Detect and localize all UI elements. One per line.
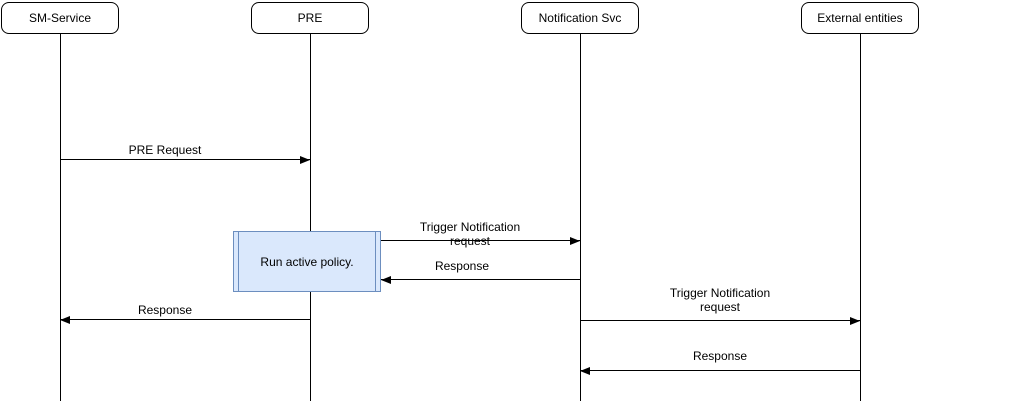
message-line xyxy=(580,370,860,371)
message-line xyxy=(60,319,310,320)
actor-external-entities: External entities xyxy=(801,2,919,34)
message-line xyxy=(381,279,580,280)
message-label-pre-request: PRE Request xyxy=(128,143,202,157)
arrowhead-left xyxy=(580,367,590,375)
activation-label: Run active policy. xyxy=(260,254,354,269)
arrowhead-left xyxy=(60,316,70,324)
arrowhead-right xyxy=(850,317,860,325)
arrowhead-right xyxy=(570,237,580,245)
message-label-response-3: Response xyxy=(692,349,748,363)
activation-left-bar xyxy=(238,232,239,291)
message-label-response-1: Response xyxy=(434,259,490,273)
activation-run-active-policy: Run active policy. xyxy=(233,231,381,292)
arrowhead-right xyxy=(300,156,310,164)
actor-sm-service: SM-Service xyxy=(1,2,119,34)
actor-label: Notification Svc xyxy=(538,11,622,25)
activation-right-bar xyxy=(375,232,376,291)
actor-label: External entities xyxy=(817,11,903,25)
message-line xyxy=(60,159,310,160)
message-label-trigger-notification-2: Trigger Notification request xyxy=(669,286,771,314)
actor-label: SM-Service xyxy=(28,11,91,25)
message-label-response-2: Response xyxy=(137,303,193,317)
lifeline-external-entities xyxy=(860,34,861,401)
arrowhead-left xyxy=(381,276,391,284)
actor-label: PRE xyxy=(297,11,323,25)
actor-pre: PRE xyxy=(251,2,369,34)
actor-notification-svc: Notification Svc xyxy=(521,2,639,34)
message-label-trigger-notification-1: Trigger Notification request xyxy=(419,220,521,248)
lifeline-sm-service xyxy=(60,34,61,401)
lifeline-notification-svc xyxy=(580,34,581,401)
lifeline-pre xyxy=(310,34,311,401)
message-line xyxy=(580,320,860,321)
message-line xyxy=(381,240,580,241)
